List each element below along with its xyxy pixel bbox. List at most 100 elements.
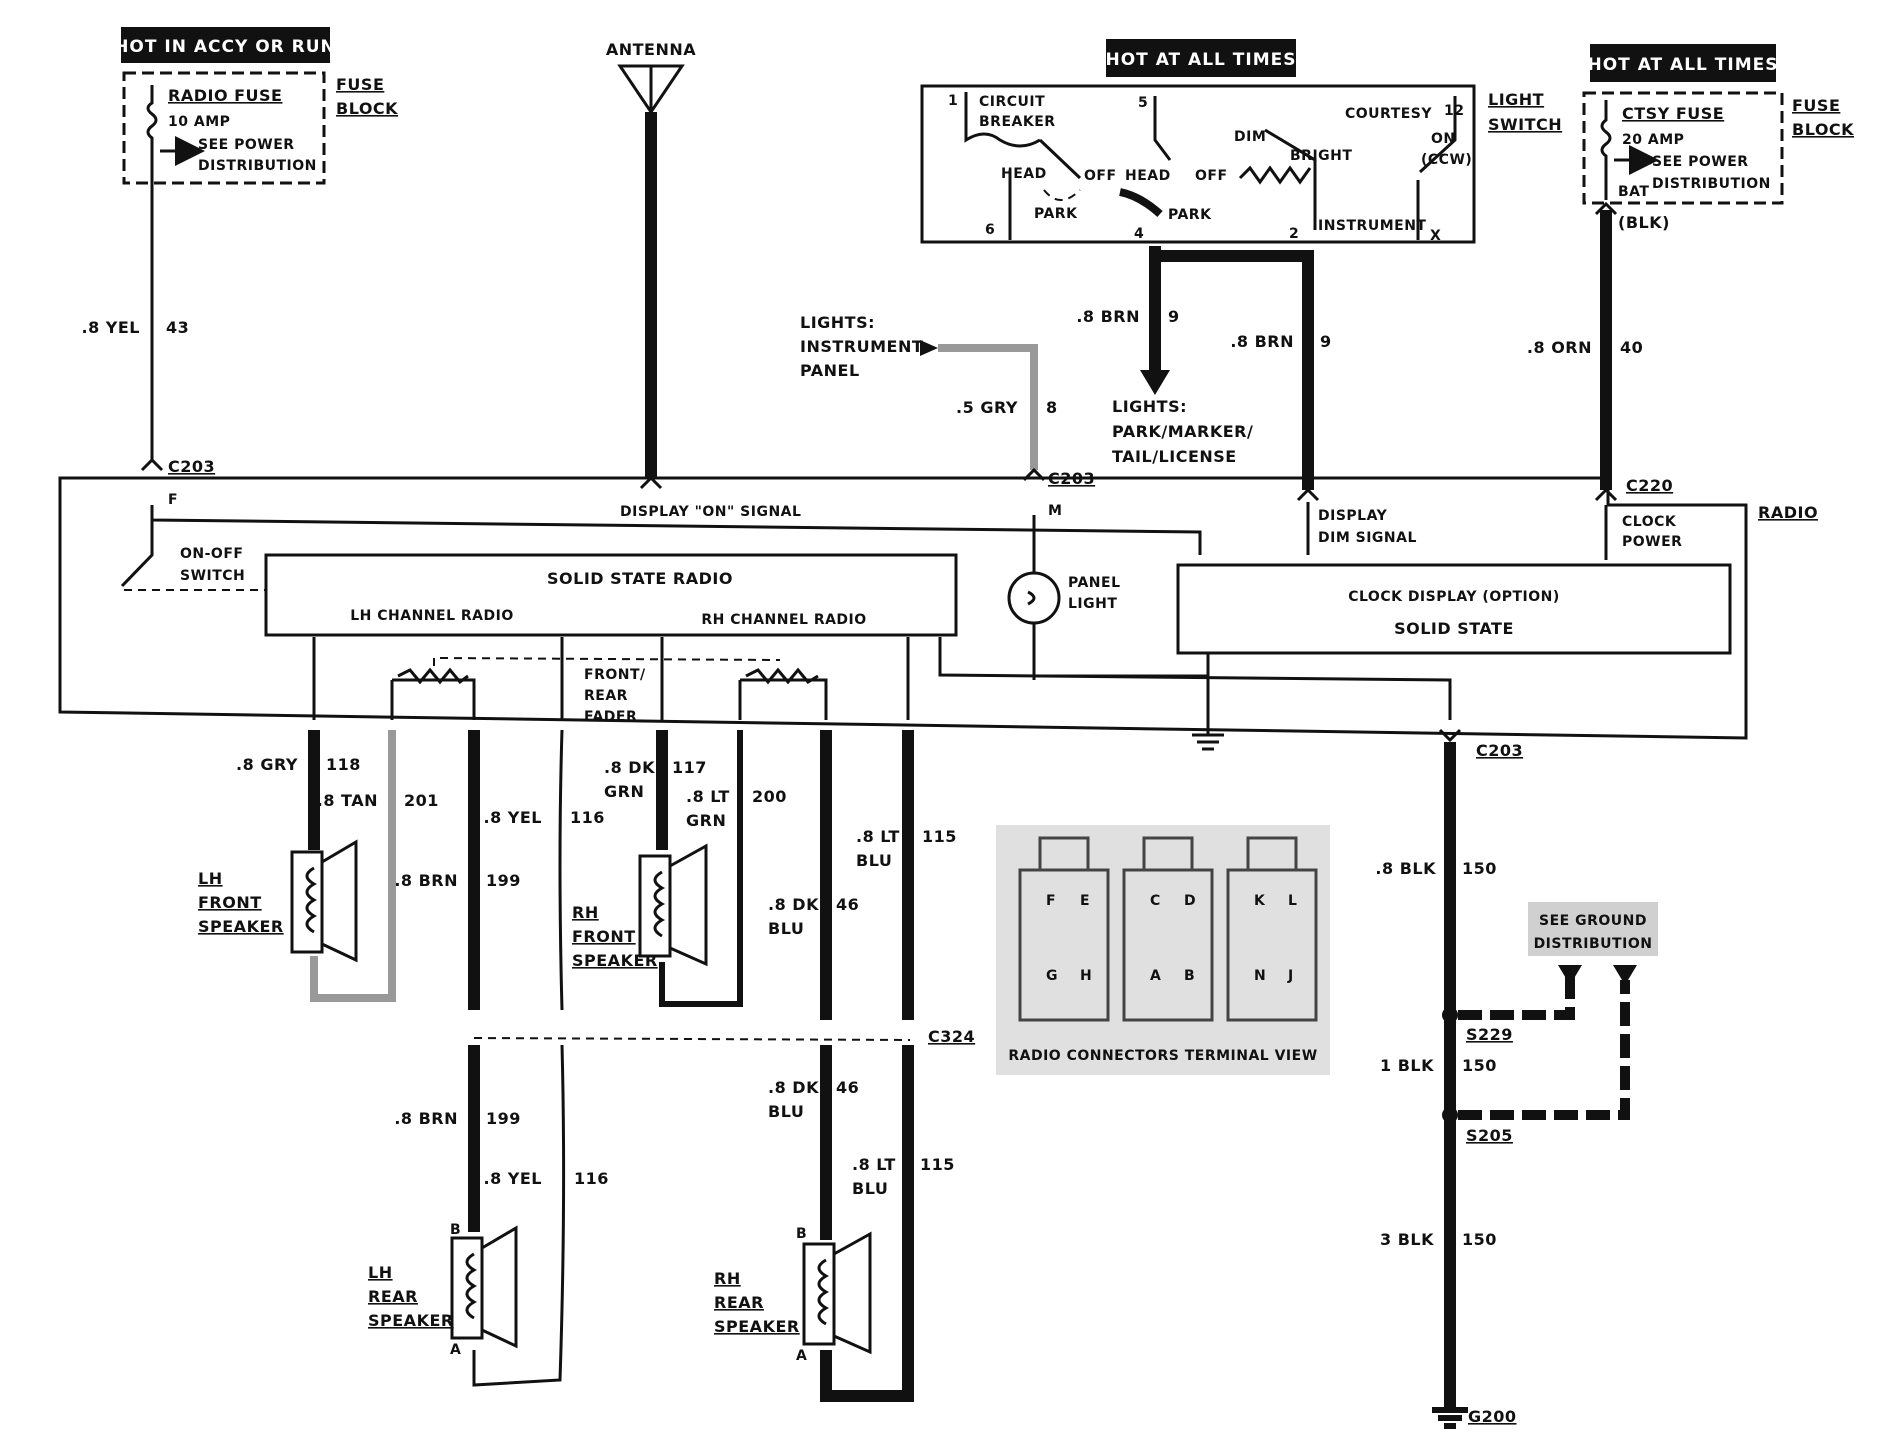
wire-199b-number: 199 — [486, 1109, 521, 1128]
lh-channel-label: LH CHANNEL RADIO — [350, 608, 513, 624]
wire-115a-size-1: .8 LT — [856, 827, 900, 846]
pin-n: N — [1254, 968, 1266, 984]
head-mid-label: HEAD — [1125, 168, 1171, 184]
wire-150b-number: 150 — [1462, 1056, 1497, 1075]
hot-at-all-times-tag-switch: HOT AT ALL TIMES — [1106, 39, 1296, 77]
rh-rear-pin-b: B — [796, 1226, 807, 1242]
radio-connector-terminal-view: F E C D K L G H A B N J RADIO CONNECTORS… — [996, 825, 1330, 1075]
circuit-breaker-icon — [964, 92, 1041, 148]
rh-rear-pin-a: A — [796, 1348, 807, 1364]
switch-pin-x: X — [1430, 228, 1441, 244]
blk-label: (BLK) — [1618, 213, 1670, 232]
fader-3: FADER — [584, 709, 637, 725]
off-left-label: OFF — [1084, 168, 1117, 184]
wire-116a-number: 116 — [570, 808, 605, 827]
wire-46b-size-1: .8 DK — [768, 1078, 819, 1097]
wire-115a-size-2: BLU — [856, 851, 892, 870]
fader-2: REAR — [584, 688, 628, 704]
lh-rear-1: LH — [368, 1263, 393, 1282]
wire-43-size: .8 YEL — [82, 318, 141, 337]
display-dim-2: DIM SIGNAL — [1318, 530, 1417, 546]
lh-front-1: LH — [198, 869, 223, 888]
fuse-block-right-2: BLOCK — [1792, 120, 1854, 139]
ccw-label: (CCW) — [1421, 152, 1472, 168]
pin-h: H — [1080, 968, 1092, 984]
wire-116a — [558, 729, 564, 1011]
pin-d: D — [1184, 893, 1196, 909]
svg-text:HOT IN ACCY OR RUN: HOT IN ACCY OR RUN — [114, 37, 336, 57]
wire-116b-number: 116 — [574, 1169, 609, 1188]
fader-1: FRONT/ — [584, 667, 646, 683]
rh-channel-label: RH CHANNEL RADIO — [701, 612, 866, 628]
radio-fuse-block: RADIO FUSE 10 AMP SEE POWER DISTRIBUTION… — [122, 71, 398, 185]
onoff-2: SWITCH — [180, 568, 245, 584]
rh-rear-1: RH — [714, 1269, 741, 1288]
solid-state-radio-box — [264, 553, 958, 637]
switch-pin-4: 4 — [1134, 226, 1144, 242]
svg-text:HOT AT ALL TIMES: HOT AT ALL TIMES — [1588, 55, 1779, 75]
clock-power-1: CLOCK — [1622, 514, 1677, 530]
hot-accy-run-tag: HOT IN ACCY OR RUN — [114, 27, 336, 63]
lh-rear-pin-b: B — [450, 1222, 461, 1238]
lh-rear-2: REAR — [368, 1287, 418, 1306]
wire-116b-size: .8 YEL — [484, 1169, 543, 1188]
display-dim-1: DISPLAY — [1318, 508, 1388, 524]
wire-115b — [820, 1045, 914, 1402]
c220-label: C220 — [1626, 476, 1673, 495]
panel-light-icon — [1007, 515, 1061, 680]
wire-46a-size-1: .8 DK — [768, 895, 819, 914]
pin-f-label: F — [168, 492, 178, 508]
ctsy-fuse-amp: 20 AMP — [1622, 132, 1684, 148]
wire-118-number: 118 — [326, 755, 361, 774]
radio-fuse-label: RADIO FUSE — [168, 86, 282, 105]
lights-park-1: LIGHTS: — [1112, 397, 1187, 416]
panel-light-2: LIGHT — [1068, 596, 1117, 612]
connector-view-caption: RADIO CONNECTORS TERMINAL VIEW — [1008, 1048, 1317, 1064]
wire-8-size: .5 GRY — [956, 398, 1018, 417]
wire-116b — [472, 1044, 566, 1387]
fuse-block-right-1: FUSE — [1792, 96, 1840, 115]
rh-rear-2: REAR — [714, 1293, 764, 1312]
lh-front-3: SPEAKER — [198, 917, 284, 936]
wire-115b-size-1: .8 LT — [852, 1155, 896, 1174]
lights-park-3: TAIL/LICENSE — [1112, 447, 1237, 466]
switch-pin-1: 1 — [948, 93, 958, 109]
clock-display-box — [1176, 563, 1732, 655]
wire-115b-size-2: BLU — [852, 1179, 888, 1198]
svg-text:SEE GROUND: SEE GROUND — [1539, 913, 1647, 929]
pin-e: E — [1080, 893, 1090, 909]
c203-top-label: C203 — [168, 457, 215, 476]
wire-46a-size-2: BLU — [768, 919, 804, 938]
courtesy-label: COURTESY — [1345, 106, 1432, 122]
onoff-1: ON-OFF — [180, 546, 243, 562]
light-switch-title-1: LIGHT — [1488, 90, 1544, 109]
lh-rear-pin-a: A — [450, 1342, 461, 1358]
wire-201-size: .8 TAN — [317, 791, 378, 810]
clock-power-2: POWER — [1622, 534, 1682, 550]
wire-46a-number: 46 — [836, 895, 859, 914]
panel-light-1: PANEL — [1068, 575, 1121, 591]
display-on-signal-label: DISPLAY "ON" SIGNAL — [620, 504, 801, 520]
see-power-distribution-label: DISTRIBUTION — [198, 158, 317, 174]
lights-park-2: PARK/MARKER/ — [1112, 422, 1253, 441]
wire-200-size-2: GRN — [686, 811, 726, 830]
wire-199a-number: 199 — [486, 871, 521, 890]
on-off-switch-icon — [120, 520, 154, 588]
rh-front-1: RH — [572, 903, 599, 922]
wire-46b-number: 46 — [836, 1078, 859, 1097]
hot-at-all-times-tag-clock: HOT AT ALL TIMES — [1588, 44, 1779, 82]
wire-117-number: 117 — [672, 758, 707, 777]
pin-l: L — [1288, 893, 1297, 909]
c203-ground-label: C203 — [1476, 741, 1523, 760]
pin-c: C — [1150, 893, 1161, 909]
ctsy-distribution: DISTRIBUTION — [1652, 176, 1771, 192]
internal-ground-icon — [1192, 720, 1224, 751]
rh-front-speaker-icon — [638, 843, 708, 967]
s229-splice-icon — [1442, 1007, 1458, 1023]
wire-199b-size: .8 BRN — [394, 1109, 458, 1128]
radio-title: RADIO — [1758, 503, 1818, 522]
wire-9-dim-signal — [1155, 250, 1314, 490]
rheostat-icon — [1238, 165, 1312, 185]
antenna-icon: ANTENNA — [606, 40, 696, 115]
